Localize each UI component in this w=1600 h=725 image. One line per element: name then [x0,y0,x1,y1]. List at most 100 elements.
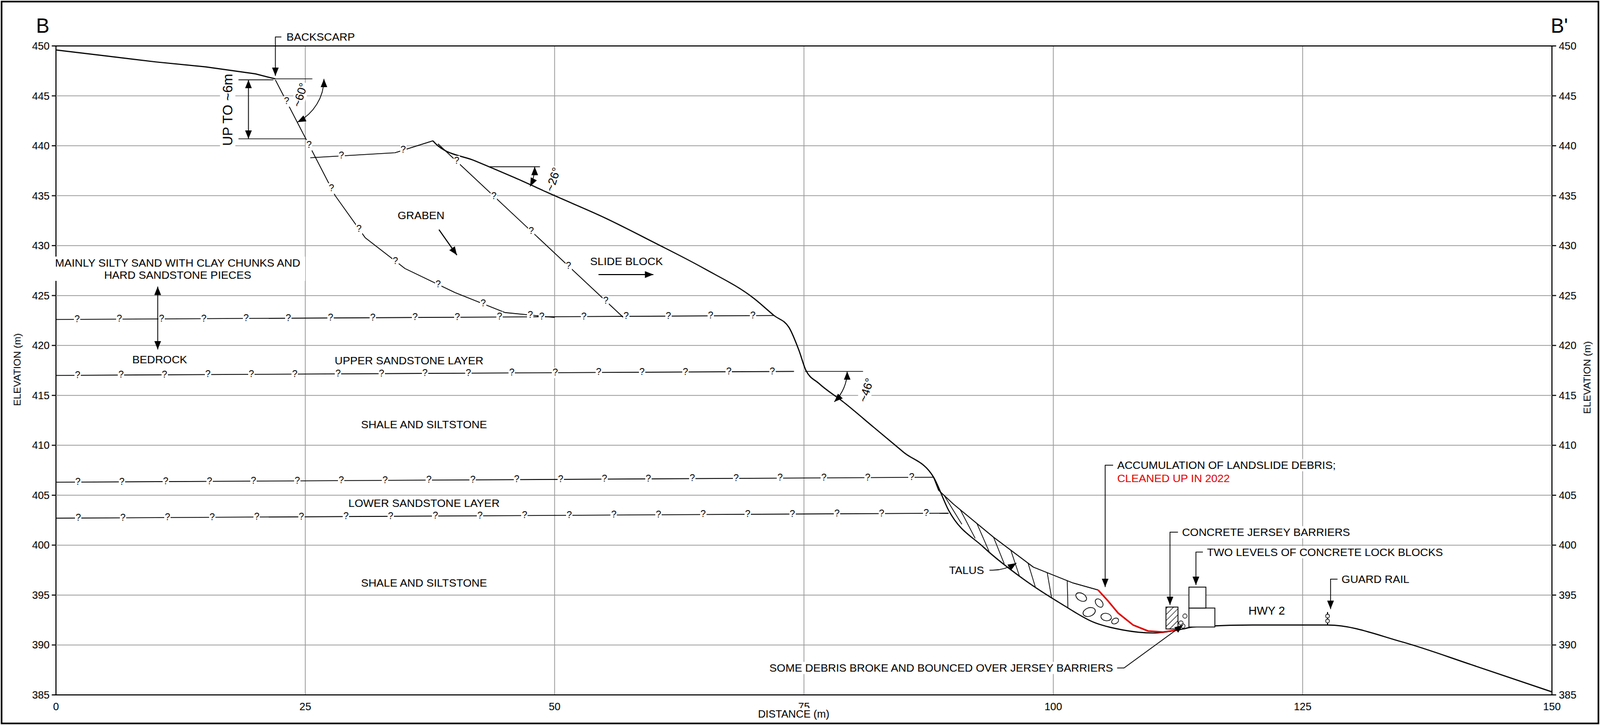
talus-hatch [976,523,990,552]
tick [51,195,56,197]
uncertainty-mark: ? [732,473,740,484]
uncertainty-mark: ? [864,472,871,484]
uncertainty-mark: ? [248,369,255,380]
note-label: SOME DEBRIS BROKE AND BOUNCED OVER JERSE… [768,661,1115,674]
leader-line [1117,625,1184,668]
debris-rock [1093,597,1105,609]
axis-tick-label: 415 [1557,389,1578,402]
tick [51,594,56,596]
unit-label: SHALE AND SILTSTONE [360,418,488,431]
leader-line [1170,532,1179,606]
grid-line [55,95,1552,97]
uncertainty-mark: ? [526,309,534,321]
axis-title: DISTANCE (m) [756,708,831,720]
grid-line [55,195,1552,197]
grid-line [1052,45,1054,695]
uncertainty-mark: ? [291,369,298,380]
tick [1551,245,1557,247]
tick [51,544,56,546]
feature-label: CONCRETE JERSEY BARRIERS [1180,525,1351,539]
jersey-barrier [1165,607,1179,630]
uncertainty-mark: ? [453,155,460,167]
axis-tick-label: 450 [1557,40,1578,52]
unit-label: UPPER SANDSTONE LAYER [333,354,485,367]
uncertainty-mark: ? [528,226,535,237]
uncertainty-mark: ? [521,510,528,521]
uncertainty-mark: ? [689,473,696,485]
axis-tick-label: 435 [1557,190,1578,202]
geologic-contact [55,477,934,483]
uncertainty-mark: ? [602,295,609,307]
uncertainty-mark: ? [601,473,608,485]
grid-line [803,45,805,695]
tick [1551,494,1557,496]
grid-line [55,145,1552,147]
axis-title: ELEVATION (m) [12,332,24,408]
axis-tick-label: 390 [1557,638,1578,651]
tick [1551,694,1557,696]
tick [1551,644,1557,646]
uncertainty-mark: ? [565,260,572,272]
axis-tick-label: 420 [31,339,51,352]
uncertainty-mark: ? [431,510,439,522]
section-marker: B [34,15,51,38]
tick [1551,344,1557,346]
uncertainty-mark: ? [595,366,602,378]
uncertainty-mark: ? [337,475,345,486]
grid [51,45,1557,695]
uncertainty-mark: ? [908,472,915,483]
axis-tick-label: 100 [1043,700,1063,713]
unit-label: LOWER SANDSTONE LAYER [347,496,501,510]
tick [51,394,56,397]
tick [1551,394,1557,397]
unit-label: MAINLY SILTY SAND WITH CLAY CHUNKS AND H… [49,256,306,281]
tick [51,295,56,297]
guard-rail-beam [1325,619,1330,624]
talus-hatch [944,495,962,525]
uncertainty-mark: ? [161,369,168,381]
uncertainty-mark: ? [682,366,689,378]
uncertainty-mark: ? [400,145,407,156]
uncertainty-mark: ? [253,511,260,523]
geologic-contact [437,143,625,319]
grid-line [55,644,1552,646]
grid-line [55,344,1552,346]
leader-line [275,36,282,77]
debris-rock [1074,590,1089,604]
axis-tick-label: 445 [1557,90,1578,102]
uncertainty-mark: ? [294,475,301,487]
tick [51,145,56,147]
grid-line [55,45,57,695]
uncertainty-mark: ? [465,368,472,379]
ground-surface [433,140,1552,693]
angle-reference [804,371,863,372]
uncertainty-mark: ? [566,510,573,521]
uncertainty-mark: ? [305,139,313,151]
axis-tick-label: 390 [31,638,51,651]
uncertainty-mark: ? [480,298,487,310]
uncertainty-mark: ? [119,512,127,524]
uncertainty-mark: ? [378,368,385,380]
leader-line [1330,579,1338,610]
uncertainty-mark: ? [73,314,81,325]
axis-tick-label: 150 [1541,700,1562,713]
tick [1551,594,1557,596]
axis-tick-label: 440 [31,139,51,152]
uncertainty-mark: ? [469,474,476,486]
uncertainty-mark: ? [490,191,497,202]
axis-tick-label: 125 [1292,700,1313,713]
axis-tick-label: 410 [1557,439,1578,451]
uncertainty-mark: ? [435,279,442,290]
uncertainty-mark: ? [342,511,350,522]
angle-reference [490,166,541,167]
axis-tick-label: 385 [1557,689,1578,701]
axis-tick-label: 400 [1557,539,1578,551]
uncertainty-mark: ? [454,312,461,323]
note-label: ACCUMULATION OF LANDSLIDE DEBRIS; [1116,459,1338,472]
axis-tick-label: 0 [51,700,60,713]
grid-line [55,245,1552,247]
uncertainty-mark: ? [820,472,827,484]
